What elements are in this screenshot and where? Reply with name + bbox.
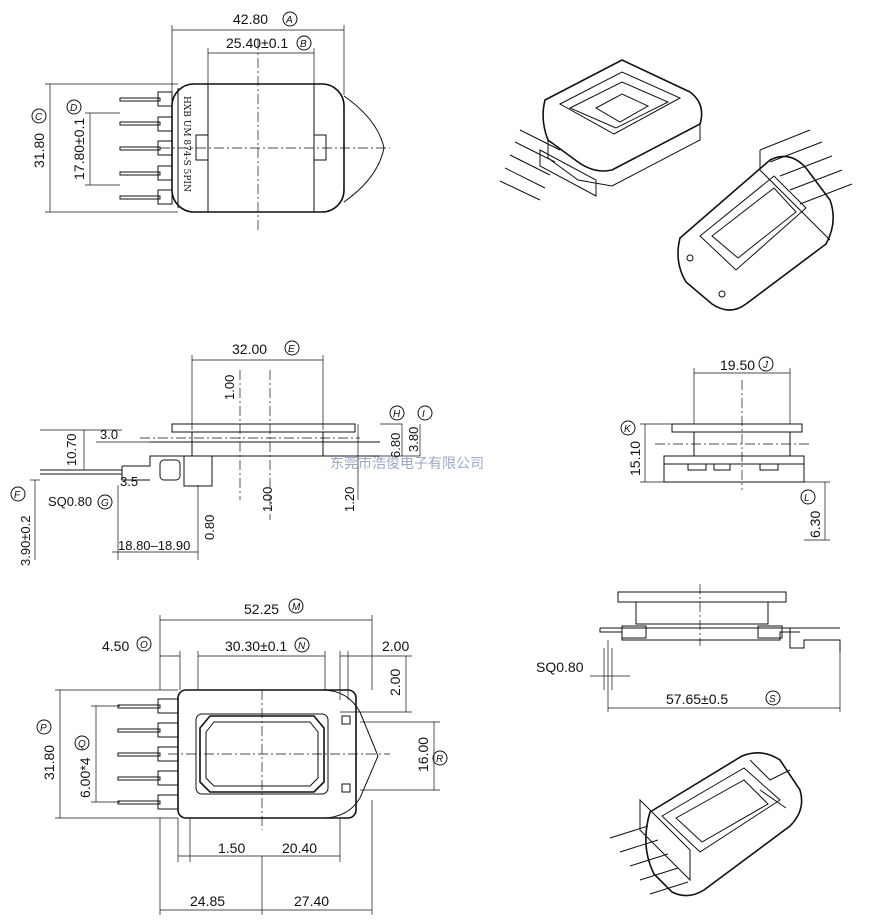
dim-pitch: 6.00*4 [77,757,93,798]
dim-overall: 52.25 [244,601,279,617]
dim-pin-span: 17.80±0.1 [71,118,87,180]
dim-10-70: 10.70 [64,433,79,466]
ref-i: I [422,409,425,420]
iso-view-top [499,59,853,311]
ref-j: J [762,360,769,371]
ref-p: P [40,723,47,734]
dim-pin-sq: SQ0.80 [48,494,92,509]
dim-window-width: 25.40±0.1 [226,35,288,51]
dim-pin-length: 3.90±0.2 [18,515,33,566]
ref-s: S [769,694,776,705]
ref-e: E [288,344,295,355]
ref-d: D [70,103,77,114]
watermark-text: 东莞市浩俊电子有限公司 [330,455,484,472]
dim-end-width: 19.50 [720,357,755,373]
dim-bottom-height: 31.80 [41,745,57,780]
dim-20-40: 20.40 [282,840,317,856]
ref-k: K [624,424,632,435]
ref-n: N [298,641,306,652]
dim-1-00-top: 1.00 [222,375,237,400]
dim-1-50: 1.50 [218,840,245,856]
dim-end-height: 15.10 [627,441,643,476]
dim-end-foot: 6.30 [807,511,823,538]
iso-view-bottom [609,752,803,897]
dim-flange-width: 32.00 [232,341,267,357]
ref-g: G [101,498,109,509]
dim-1-20: 1.20 [342,487,357,512]
dim-3-0: 3.0 [100,427,118,442]
ref-o: O [140,640,148,651]
dim-24-85: 24.85 [190,893,225,909]
dim-2-00-b: 2.00 [387,669,403,696]
dim-6-80: 6.80 [388,433,403,458]
dim-2-00-a: 2.00 [382,638,409,654]
ref-m: M [292,602,301,613]
dim-3-80: 3.80 [406,427,421,452]
ref-h: H [393,409,401,420]
dim-overall-width: 42.80 [233,11,268,27]
dim-height: 31.80 [31,133,47,168]
ref-q: Q [78,739,86,750]
ref-c: C [35,112,43,123]
ref-b: B [300,39,307,50]
dim-front-pin-sq: SQ0.80 [536,659,584,675]
pin-label: HXB UM 874-S 5PIN [181,96,191,192]
front-view: SQ0.80 57.65±0.5 S [536,584,841,712]
bottom-view: 52.25 M 30.30±0.1 N 4.50 O 2.00 2.00 31.… [36,598,448,915]
ref-r: R [436,754,443,765]
dim-16: 16.00 [415,737,431,772]
dim-offset: 4.50 [102,638,129,654]
dim-0-80: 0.80 [202,515,217,540]
dim-front-overall: 57.65±0.5 [666,691,728,707]
dim-inner: 30.30±0.1 [225,638,287,654]
ref-a: A [285,15,293,26]
side-view: 32.00 E 1.00 3.0 10.70 6.80 3.80 H I 3.5… [10,340,433,566]
dim-1-00-bottom: 1.00 [260,487,275,512]
ref-f: F [14,490,21,501]
end-view: 19.50 J 15.10 K 6.30 L [620,356,830,541]
ref-l: L [804,493,810,504]
pin-group [119,91,173,205]
dim-3-5: 3.5 [120,474,138,489]
dim-range: 18.80–18.90 [118,538,190,553]
top-view: HXB UM 874-S 5PIN 42.80 A 25.40±0.1 B 31… [31,11,390,232]
dim-27-40: 27.40 [294,893,329,909]
